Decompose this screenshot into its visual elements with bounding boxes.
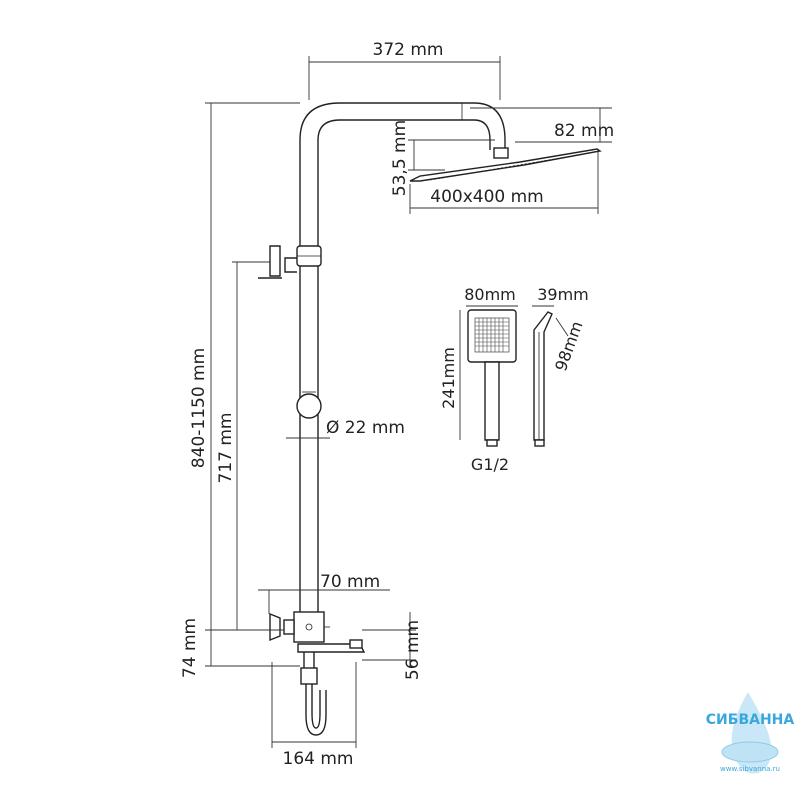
label-head-drop: 53,5 mm (390, 120, 410, 196)
mixer-center (305, 623, 313, 631)
hook-body (269, 245, 281, 277)
label-hs-thread: G1/2 (471, 455, 509, 474)
label-pipe-diameter: Ø 22 mm (326, 418, 405, 438)
rain-head-nozzles (429, 152, 591, 181)
mixer-handle (269, 612, 281, 642)
slider-knob (296, 393, 322, 419)
label-spout-height: 56 mm (403, 620, 423, 680)
hand-shower-front-handle (484, 361, 500, 441)
label-height-range: 840-1150 mm (189, 348, 209, 468)
logo-bathtub-icon (721, 741, 779, 763)
label-slider-travel: 717 mm (216, 413, 236, 484)
label-hs-depth: 39mm (537, 285, 589, 304)
dim-hs-head-line (555, 317, 569, 337)
logo-brand-name: СИБВАННА (706, 712, 795, 728)
head-connector (493, 147, 509, 159)
hose-loop-inner (311, 684, 321, 729)
hand-shower-detail: 80mm 39mm 241mm 98mm G1/2 (439, 285, 589, 474)
label-hs-head-length: 98mm (551, 319, 586, 374)
label-head-size: 400x400 mm (430, 187, 543, 207)
arm-outer-edge (299, 102, 506, 150)
hand-shower-front-thread (486, 439, 498, 447)
hand-shower-side (533, 311, 553, 441)
sibvanna-logo: СИБВАННА www.sibvanna.ru (706, 692, 795, 774)
dimension-lines (205, 56, 612, 748)
spout-tip (349, 639, 363, 649)
arm-inner-edge (317, 119, 491, 150)
shower-column (252, 102, 602, 736)
hand-shower-side-thread (534, 439, 545, 447)
label-hs-length: 241mm (439, 347, 458, 409)
nozzle-grid-lines (475, 318, 509, 352)
mixer-nut (283, 619, 295, 635)
spout (297, 643, 366, 653)
hose-loop-outer (305, 684, 327, 736)
logo-url: www.sibvanna.ru (720, 765, 780, 773)
label-mixer-height: 74 mm (180, 618, 200, 678)
label-hs-width: 80mm (464, 285, 516, 304)
dimension-labels: 372 mm 82 mm 53,5 mm 400x400 mm 840-1150… (180, 40, 614, 769)
rain-shower-head (409, 148, 602, 182)
hook-stem (284, 257, 297, 273)
label-mixer-offset: 70 mm (320, 572, 380, 592)
label-head-thickness: 82 mm (554, 121, 614, 141)
hose-nut (300, 667, 318, 685)
mixer-body (293, 611, 325, 643)
label-base-width: 164 mm (283, 749, 354, 769)
label-arm-length: 372 mm (373, 40, 444, 60)
hand-shower-nozzle-grid (474, 317, 510, 353)
